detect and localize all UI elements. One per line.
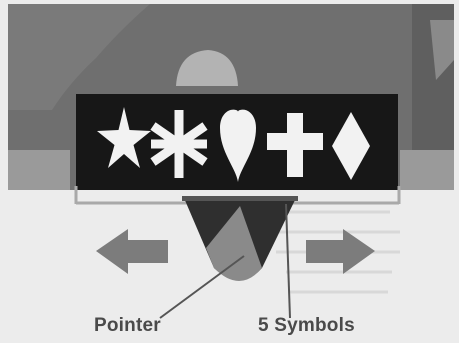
symbols-label: 5 Symbols [258,315,355,337]
arrow-right-icon [306,229,375,274]
symbols-leader-line [286,204,290,318]
pointer-leader-line [160,256,244,318]
arrow-left-icon [96,229,168,274]
pointer-label: Pointer [94,315,161,337]
backdrop-left-tab [8,150,70,190]
pointer-top-edge [182,196,298,201]
pointer [182,196,298,281]
backdrop-right-tab [400,150,454,190]
